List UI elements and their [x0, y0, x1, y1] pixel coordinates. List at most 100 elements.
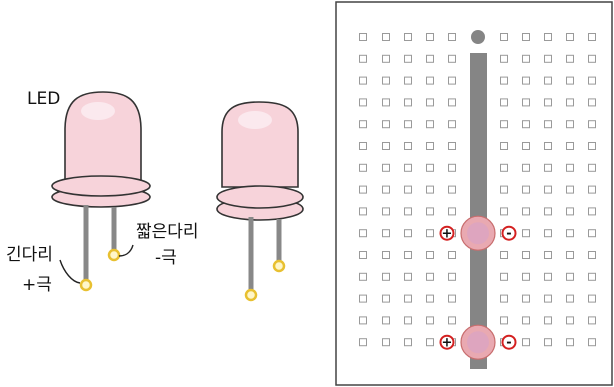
short-leg-tip — [109, 250, 119, 260]
breadboard-hole — [360, 77, 367, 84]
breadboard-hole — [427, 295, 434, 302]
breadboard-hole — [589, 230, 596, 237]
breadboard-hole — [449, 121, 456, 128]
long-leg-tip — [81, 280, 91, 290]
breadboard-hole — [567, 295, 574, 302]
plus-sign: + — [442, 227, 453, 242]
long-leg-tip — [246, 290, 256, 300]
breadboard-hole — [405, 208, 412, 215]
breadboard-hole — [567, 99, 574, 106]
breadboard-hole — [501, 34, 508, 41]
breadboard-hole — [383, 273, 390, 280]
breadboard-hole — [405, 230, 412, 237]
breadboard-hole — [523, 77, 530, 84]
breadboard-hole — [383, 77, 390, 84]
led-dome-highlight — [238, 111, 272, 129]
breadboard-hole — [523, 317, 530, 324]
breadboard-hole — [589, 273, 596, 280]
breadboard-hole — [545, 186, 552, 193]
center-rail — [470, 53, 487, 369]
breadboard-hole — [383, 34, 390, 41]
short-leg-tip — [274, 261, 284, 271]
breadboard-hole — [405, 295, 412, 302]
breadboard-hole — [427, 143, 434, 150]
breadboard-hole — [360, 208, 367, 215]
breadboard-hole — [449, 295, 456, 302]
breadboard-hole — [383, 55, 390, 62]
breadboard-hole — [523, 252, 530, 259]
breadboard-hole — [501, 77, 508, 84]
breadboard-hole — [360, 230, 367, 237]
breadboard-hole — [501, 99, 508, 106]
breadboard-hole — [383, 143, 390, 150]
led-label: LED — [27, 89, 60, 109]
breadboard-hole — [523, 186, 530, 193]
breadboard-hole — [523, 339, 530, 346]
breadboard-hole — [589, 143, 596, 150]
breadboard-hole — [545, 34, 552, 41]
breadboard-hole — [567, 77, 574, 84]
breadboard-hole — [501, 252, 508, 259]
breadboard-hole — [360, 99, 367, 106]
breadboard-hole — [523, 34, 530, 41]
short-leg-label: 짧은다리 — [136, 222, 199, 242]
breadboard-hole — [567, 164, 574, 171]
breadboard-hole — [449, 252, 456, 259]
breadboard-hole — [523, 208, 530, 215]
breadboard-hole — [501, 164, 508, 171]
breadboard-hole — [449, 317, 456, 324]
breadboard-hole — [405, 143, 412, 150]
breadboard-hole — [427, 339, 434, 346]
breadboard: +-+- — [336, 2, 612, 385]
breadboard-hole — [567, 34, 574, 41]
breadboard-hole — [589, 317, 596, 324]
breadboard-hole — [360, 143, 367, 150]
breadboard-hole — [449, 34, 456, 41]
led-dome-highlight — [81, 102, 115, 120]
breadboard-hole — [589, 186, 596, 193]
breadboard-hole — [427, 77, 434, 84]
minus-sign: - — [506, 336, 511, 351]
breadboard-hole — [427, 186, 434, 193]
breadboard-hole — [360, 339, 367, 346]
rail-cap — [471, 30, 485, 44]
breadboard-hole — [501, 143, 508, 150]
long-leg-pointer — [60, 260, 80, 283]
breadboard-hole — [567, 339, 574, 346]
minus-pole-label: -극 — [155, 248, 177, 268]
breadboard-hole — [523, 143, 530, 150]
breadboard-hole — [589, 99, 596, 106]
breadboard-hole — [405, 55, 412, 62]
breadboard-hole — [427, 230, 434, 237]
breadboard-hole — [360, 186, 367, 193]
breadboard-hole — [427, 55, 434, 62]
breadboard-hole — [501, 186, 508, 193]
breadboard-hole — [545, 164, 552, 171]
breadboard-hole — [383, 121, 390, 128]
plus-sign: + — [442, 336, 453, 351]
breadboard-hole — [501, 55, 508, 62]
breadboard-hole — [383, 99, 390, 106]
breadboard-hole — [501, 121, 508, 128]
breadboard-hole — [545, 121, 552, 128]
breadboard-hole — [405, 164, 412, 171]
breadboard-hole — [383, 230, 390, 237]
breadboard-hole — [405, 121, 412, 128]
short-leg-pointer — [119, 245, 133, 256]
breadboard-hole — [405, 99, 412, 106]
led-rim-top — [52, 176, 150, 196]
breadboard-hole — [501, 208, 508, 215]
breadboard-hole — [523, 295, 530, 302]
breadboard-hole — [449, 55, 456, 62]
breadboard-hole — [523, 273, 530, 280]
breadboard-hole — [427, 99, 434, 106]
breadboard-hole — [589, 34, 596, 41]
breadboard-hole — [589, 55, 596, 62]
breadboard-hole — [405, 339, 412, 346]
breadboard-hole — [449, 143, 456, 150]
breadboard-hole — [589, 77, 596, 84]
breadboard-hole — [449, 99, 456, 106]
breadboard-hole — [360, 121, 367, 128]
breadboard-hole — [567, 208, 574, 215]
breadboard-hole — [360, 295, 367, 302]
